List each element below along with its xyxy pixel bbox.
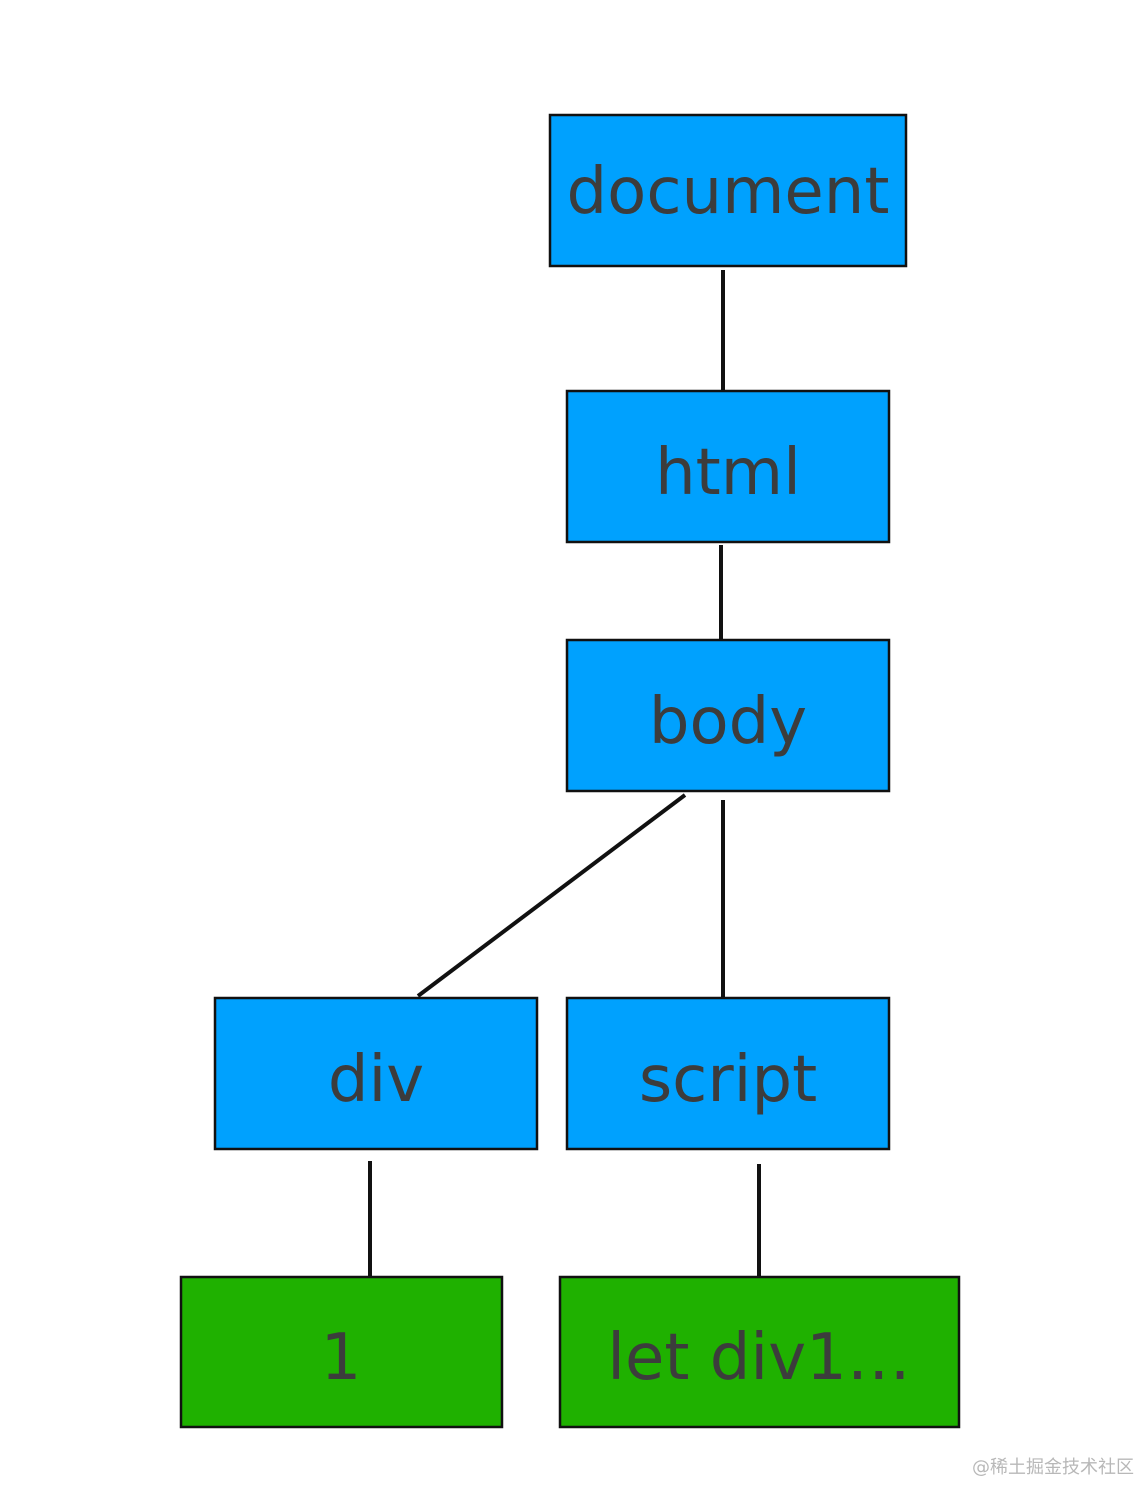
node-box [548,113,908,268]
node-label: div [328,1043,424,1117]
node-div: div [213,996,539,1151]
node-html: html [565,389,891,544]
node-label: let div1… [607,1321,911,1395]
tree-nodes: document html body div script 1 let div1… [179,113,961,1429]
node-box [558,1275,961,1429]
node-script: script [565,996,891,1151]
node-text-2: let div1… [558,1275,961,1429]
node-box [179,1275,504,1429]
tree-edges [368,270,761,1276]
node-label: html [655,436,801,510]
node-label: document [567,155,890,229]
node-label: body [649,685,807,759]
node-box [213,996,539,1151]
node-box [565,638,891,793]
watermark-text: @稀土掘金技术社区 [972,1457,1134,1478]
node-box [565,996,891,1151]
node-label: 1 [321,1321,362,1395]
node-document: document [548,113,908,268]
node-box [565,389,891,544]
node-text-1: 1 [179,1275,504,1429]
node-label: script [639,1043,817,1117]
edge-body-div [416,793,687,998]
node-body: body [565,638,891,793]
